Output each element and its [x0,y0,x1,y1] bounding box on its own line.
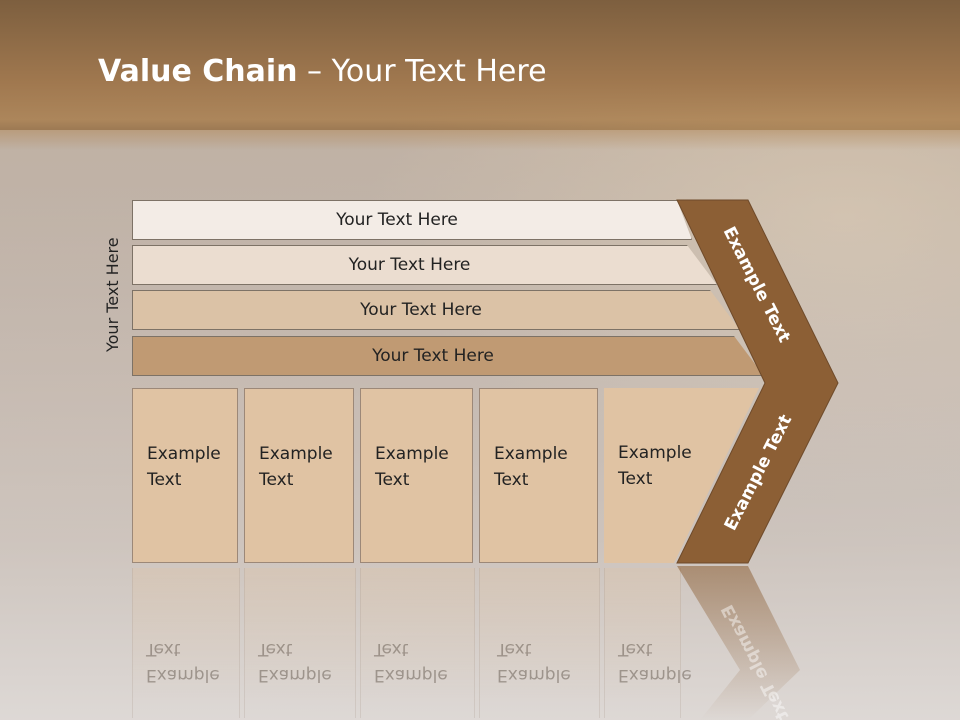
reflection [360,568,475,718]
row-label: Your Text Here [372,346,494,366]
box-text-line2: Text [375,470,410,490]
row-label: Your Text Here [348,255,471,275]
box-text-line2: Text [259,470,294,490]
title-bold: Value Chain [98,54,298,89]
reflection [244,568,356,718]
box-text-line1: Example [494,444,568,464]
title-rest: – Your Text Here [297,54,547,89]
row-bar-1: Your Text Here [132,200,692,240]
box-text-line2: Text [494,470,529,490]
reflection [132,568,240,718]
reflection [604,568,681,718]
row-label: Your Text Here [336,210,458,230]
slide-title: Value Chain – Your Text Here [98,54,547,89]
box-text-line1: Example [375,444,449,464]
row-bar-3: Your Text Here [132,290,740,330]
chevron-shape [676,199,839,564]
box-text-line1: Example [259,444,333,464]
title-band [0,0,960,150]
row-bar-4: Your Text Here [132,336,764,376]
row-bar-2: Your Text Here [132,245,717,285]
reflection [479,568,600,718]
box-text-line1: Example [618,443,692,463]
row-label: Your Text Here [360,300,482,320]
box-text-line2: Text [147,470,182,490]
box-text-line1: Example [147,444,221,464]
box-text-line2: Text [618,469,653,489]
chevron-reflection [677,566,800,720]
